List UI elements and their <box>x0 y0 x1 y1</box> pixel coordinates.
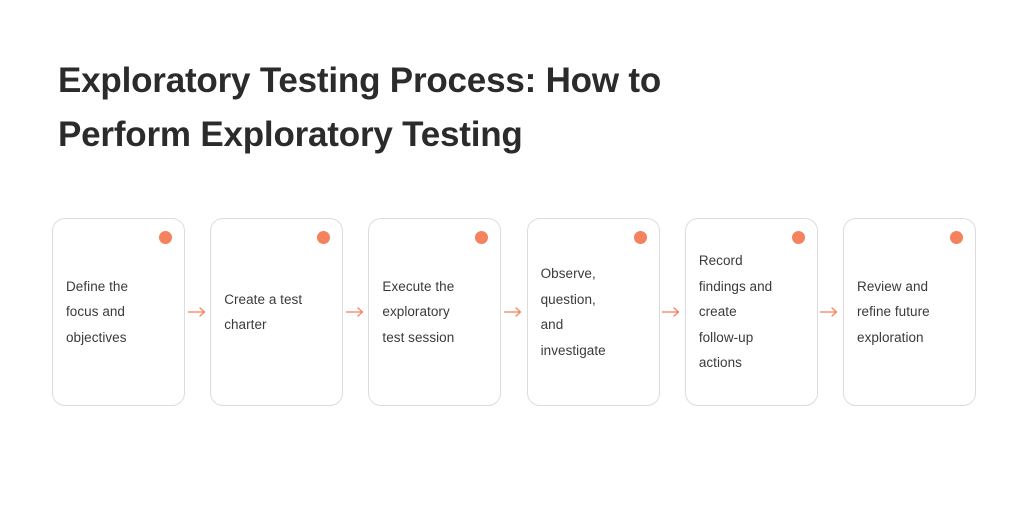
flow-connector-2 <box>343 218 368 406</box>
process-flow: Define the focus and objectives Create a… <box>52 218 977 406</box>
step-marker-dot-icon <box>159 231 172 244</box>
process-step-card-3[interactable]: Execute the exploratory test session <box>368 218 502 406</box>
step-marker-dot-icon <box>633 231 647 244</box>
step-marker-dot-icon <box>317 231 331 244</box>
arrow-right-icon <box>187 307 205 317</box>
process-step-card-6[interactable]: Review and refine future exploration <box>843 218 977 406</box>
process-step-label-3: Execute the exploratory test session <box>382 278 455 345</box>
arrow-right-icon <box>345 307 363 317</box>
flow-connector-3 <box>501 218 526 406</box>
page-title-line-2: Perform Exploratory Testing <box>58 115 523 154</box>
page-title: Exploratory Testing Process: How to Perf… <box>58 54 818 162</box>
page-title-line-1: Exploratory Testing Process: How to <box>58 61 662 100</box>
process-step-label-1: Define the focus and objectives <box>66 278 129 345</box>
step-marker-dot-icon <box>791 231 805 244</box>
process-step-card-4[interactable]: Observe, question, and investigate <box>526 218 660 406</box>
process-step-label-4: Observe, question, and investigate <box>540 266 606 358</box>
process-step-label-2: Create a test charter <box>224 291 303 333</box>
process-step-label-5: Record findings and create follow-up act… <box>698 253 773 371</box>
arrow-right-icon <box>504 307 522 317</box>
flow-connector-1 <box>185 218 210 406</box>
arrow-right-icon <box>820 307 838 317</box>
process-step-card-1[interactable]: Define the focus and objectives <box>52 218 185 406</box>
arrow-right-icon <box>662 307 680 317</box>
flow-connector-4 <box>660 218 685 406</box>
flow-connector-5 <box>818 218 843 406</box>
step-marker-dot-icon <box>475 231 489 244</box>
step-marker-dot-icon <box>950 231 964 244</box>
process-step-card-2[interactable]: Create a test charter <box>210 218 344 406</box>
process-step-card-5[interactable]: Record findings and create follow-up act… <box>684 218 818 406</box>
process-step-label-6: Review and refine future exploration <box>857 278 930 345</box>
